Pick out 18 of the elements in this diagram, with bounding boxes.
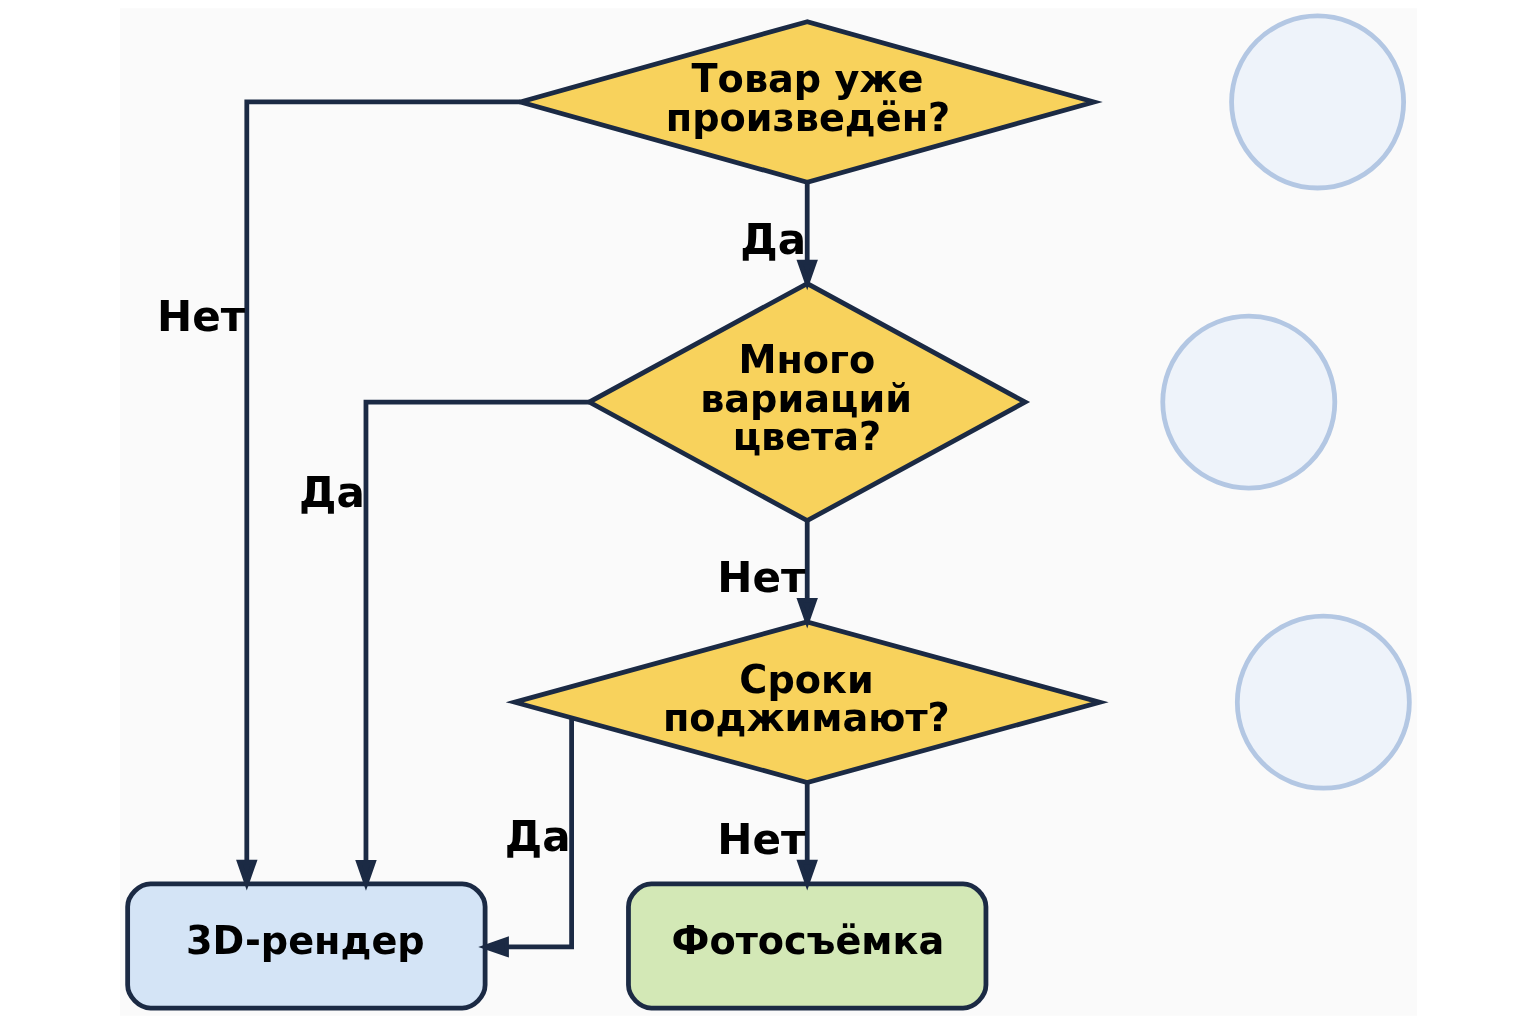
- edge-label: Да: [739, 214, 806, 264]
- edge-label: Нет: [716, 815, 805, 865]
- arrow: [477, 718, 574, 958]
- edge-label: Да: [504, 811, 571, 861]
- node-circle: [1228, 13, 1406, 191]
- arrow: [796, 782, 818, 891]
- node-box: Фотосъёмка: [625, 881, 988, 1011]
- edge-label: Да: [298, 467, 365, 517]
- edge-label: Нет: [716, 553, 805, 603]
- node-circle: [1234, 613, 1412, 791]
- node-diamond: Сроки поджимают?: [505, 619, 1109, 785]
- node-box: 3D-рендер: [124, 881, 487, 1011]
- arrow: [796, 520, 818, 629]
- node-circle: [1159, 313, 1337, 491]
- arrow: [235, 99, 520, 891]
- edge-label: Нет: [156, 292, 245, 342]
- arrow: [354, 399, 589, 891]
- arrow: [796, 182, 818, 291]
